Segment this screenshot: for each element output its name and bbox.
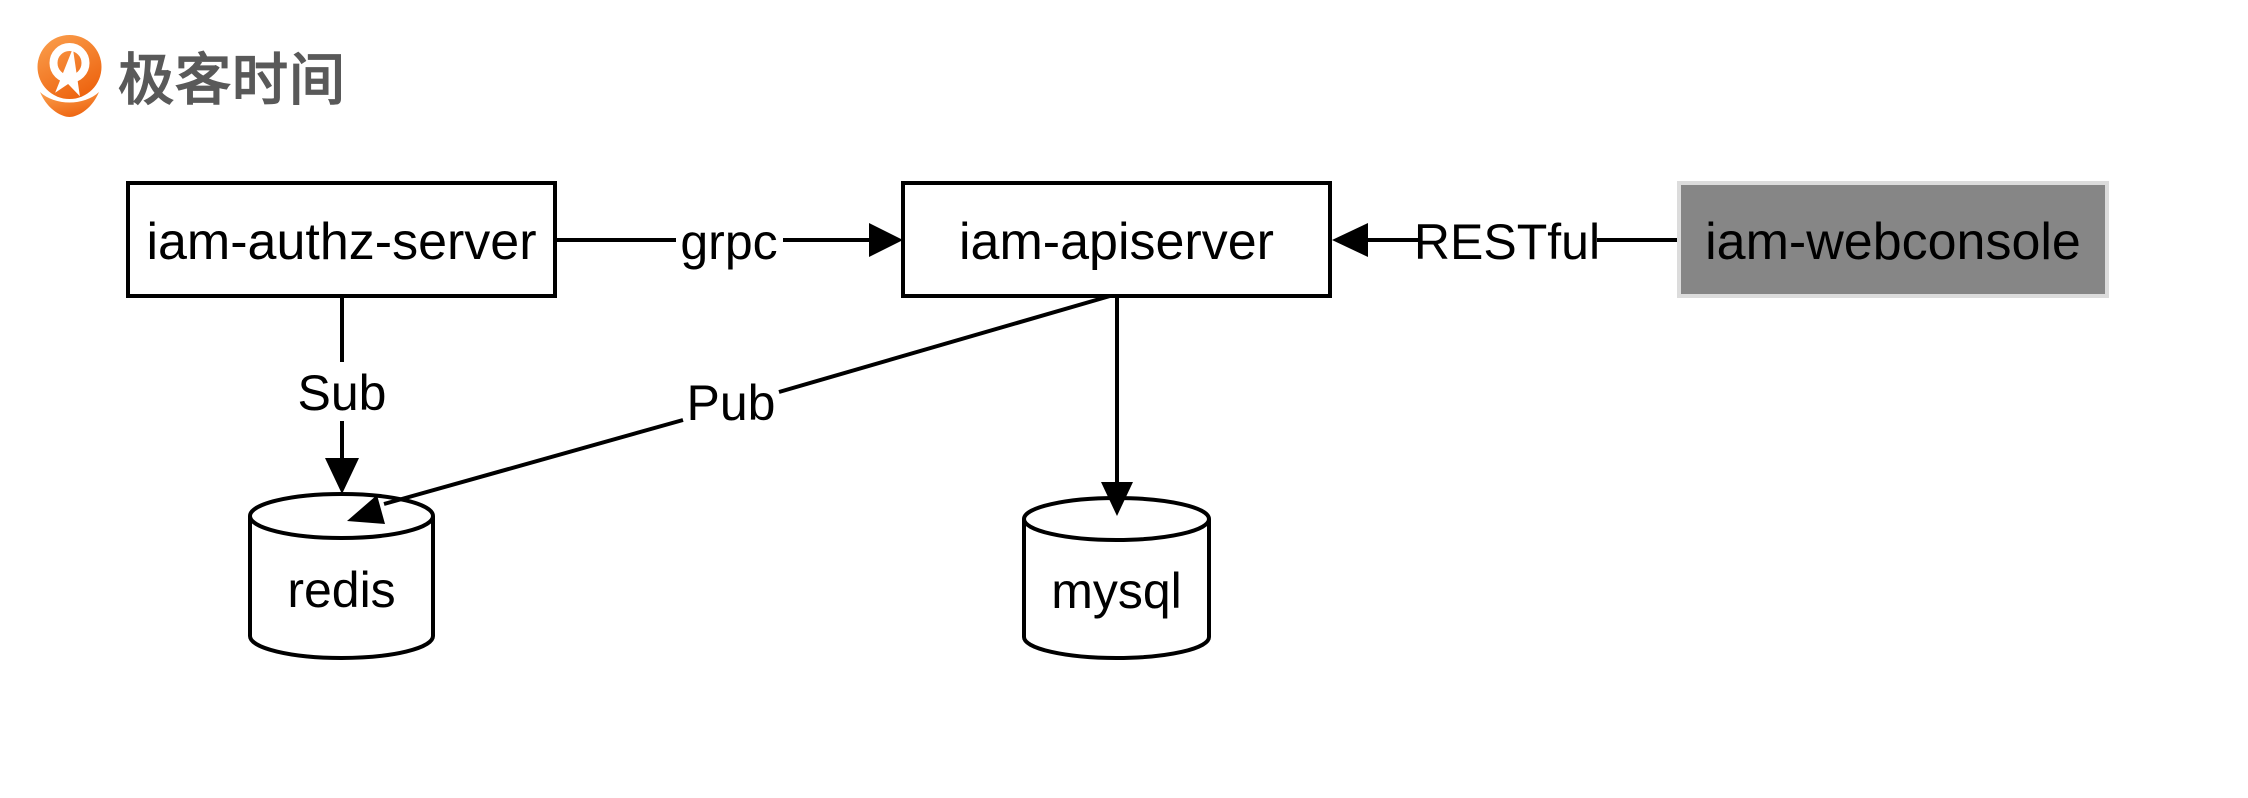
mysql-cylinder: mysql [1022, 496, 1211, 660]
pub-label: Pub [687, 375, 776, 431]
authz-label: iam-authz-server [146, 213, 536, 271]
logo-needle [55, 48, 80, 97]
logo-brand-text: 极客时间 [118, 49, 346, 112]
pub-line-upper [778, 294, 1111, 394]
apiserver-label: iam-apiserver [959, 213, 1274, 271]
geektime-pin-icon [37, 35, 102, 117]
pub-line-lower [383, 418, 684, 506]
geektime-logo: 极客时间 [37, 35, 346, 117]
apiserver-mysql-arrowhead [1101, 482, 1133, 516]
redis-cylinder: redis [248, 492, 435, 660]
mysql-cylinder-body [1022, 519, 1211, 660]
edge-grpc: grpc [555, 214, 903, 270]
restful-label: RESTful [1414, 214, 1600, 270]
restful-arrowhead [1332, 223, 1368, 257]
authz-box [126, 181, 557, 298]
edge-pub: Pub [347, 294, 1111, 524]
grpc-label: grpc [680, 214, 777, 270]
edge-apiserver-to-mysql [1101, 296, 1133, 516]
logo-pin-tail [40, 92, 99, 117]
mysql-label: mysql [1051, 563, 1182, 619]
apiserver-box [901, 181, 1332, 298]
edge-sub: Sub [298, 296, 387, 494]
grpc-arrowhead [869, 223, 903, 257]
webconsole-label: iam-webconsole [1705, 213, 2081, 271]
pub-arrowhead [347, 495, 385, 524]
node-iam-authz-server: iam-authz-server [126, 181, 557, 298]
node-iam-webconsole: iam-webconsole [1677, 181, 2109, 298]
redis-label: redis [287, 562, 395, 618]
sub-arrowhead [325, 458, 359, 494]
edge-restful: RESTful [1332, 214, 1679, 270]
sub-label: Sub [298, 365, 387, 421]
node-iam-apiserver: iam-apiserver [901, 181, 1332, 298]
webconsole-box [1677, 181, 2109, 298]
redis-cylinder-top [248, 492, 435, 540]
redis-cylinder-body [248, 516, 435, 660]
